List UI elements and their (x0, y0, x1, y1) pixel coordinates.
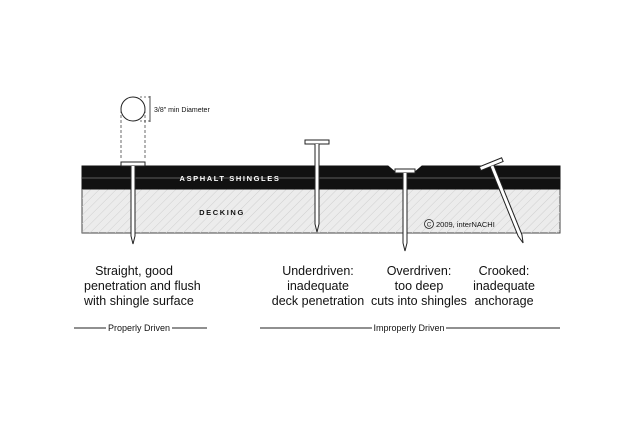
nail-properly-driven (120, 161, 146, 245)
nail-head-top-view (120, 96, 146, 122)
copyright-text: 2009, interNACHI (436, 220, 495, 229)
shingles-label: ASPHALT SHINGLES (180, 174, 281, 183)
dimension-label: 3/8" min Diameter (154, 107, 210, 114)
svg-text:C: C (427, 223, 432, 229)
copyright-icon (424, 219, 434, 229)
caption-crooked: Crooked: inadequate anchorage (473, 264, 535, 308)
copyright-notice: C 2009, interNACHI (424, 219, 495, 229)
shingles-layer (81, 165, 561, 190)
nail-underdriven (304, 139, 330, 233)
head-diameter-indicator (120, 96, 151, 160)
nail-crooked (478, 157, 524, 244)
caption-straight: Straight, good penetration and flush wit… (84, 264, 201, 308)
caption-overdriven: Overdriven: too deep cuts into shingles (371, 264, 467, 308)
nail-overdriven (394, 168, 416, 252)
group-improperly-driven: Improperly Driven (260, 323, 560, 333)
group-properly-driven: Properly Driven (74, 323, 207, 333)
group-label-properly: Properly Driven (108, 323, 170, 333)
group-label-improperly: Improperly Driven (373, 323, 444, 333)
caption-underdriven: Underdriven: inadequate deck penetration (271, 264, 365, 308)
decking-label: DECKING (199, 208, 245, 217)
